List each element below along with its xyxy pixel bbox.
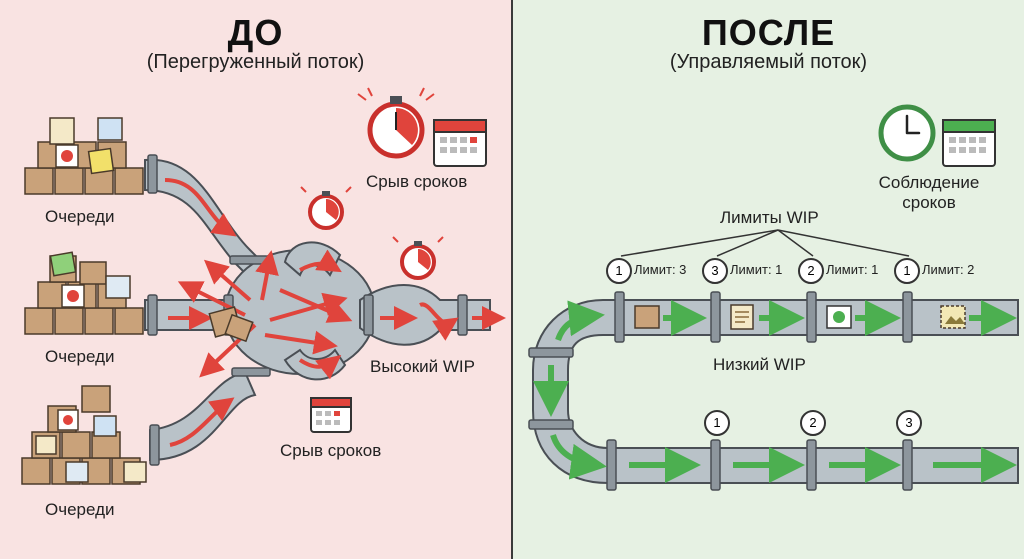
wip-limits-title: Лимиты WIP <box>720 208 819 227</box>
chaotic-red-arrows <box>164 178 506 447</box>
after-subtitle: (Управляемый поток) <box>669 51 868 73</box>
calendar-green-icon <box>942 119 996 167</box>
before-illustration <box>21 87 506 485</box>
stopwatch-large-icon <box>357 87 435 159</box>
work-item-box-icon <box>634 305 660 329</box>
wip-limit-branch-lines <box>620 229 910 257</box>
before-subtitle: (Перегруженный поток) <box>146 51 365 73</box>
green-flow-arrows <box>533 300 1017 483</box>
station-badge: 2 <box>798 258 824 284</box>
station-badge: 2 <box>800 410 826 436</box>
stopwatch-small-right-icon <box>392 236 444 280</box>
deadline-miss-bottom-label: Срыв сроков <box>280 441 382 460</box>
work-item-image-icon <box>940 305 966 329</box>
after-illustration <box>528 104 1019 491</box>
clock-icon <box>878 104 936 162</box>
low-wip-label: Низкий WIP <box>713 355 806 374</box>
calendar-bottom-icon <box>310 397 352 433</box>
calendar-top-icon <box>433 119 487 167</box>
panel-divider <box>511 0 513 559</box>
box-pile-middle-icon <box>24 251 144 335</box>
high-wip-label: Высокий WIP <box>370 357 475 376</box>
before-panel: ДО (Перегруженный поток) <box>0 0 511 559</box>
work-item-document-icon <box>730 304 754 330</box>
after-panel: ПОСЛЕ (Управляемый поток) <box>513 0 1024 559</box>
box-pile-bottom-icon <box>21 385 147 485</box>
station-badge: 3 <box>896 410 922 436</box>
box-pile-top-icon <box>24 117 144 195</box>
station-limit-label: Лимит: 3 <box>634 262 687 277</box>
station-badge: 3 <box>702 258 728 284</box>
deadline-met-label: Соблюдение сроков <box>878 173 980 212</box>
after-title: ПОСЛЕ <box>701 12 836 53</box>
work-item-chart-icon <box>826 305 852 329</box>
before-title: ДО <box>227 12 284 53</box>
jammed-box-icon <box>208 306 254 343</box>
managed-pipe-flanges <box>528 291 913 491</box>
deadline-miss-top-label: Срыв сроков <box>366 172 468 191</box>
station-badge: 1 <box>704 410 730 436</box>
station-badge: 1 <box>606 258 632 284</box>
stopwatch-small-top-icon <box>300 186 352 230</box>
queue-label-middle: Очереди <box>45 347 115 366</box>
station-limit-label: Лимит: 1 <box>826 262 879 277</box>
station-limit-label: Лимит: 1 <box>730 262 783 277</box>
station-limit-label: Лимит: 2 <box>922 262 975 277</box>
queue-label-bottom: Очереди <box>45 500 115 519</box>
station-badge: 1 <box>894 258 920 284</box>
queue-label-top: Очереди <box>45 207 115 226</box>
